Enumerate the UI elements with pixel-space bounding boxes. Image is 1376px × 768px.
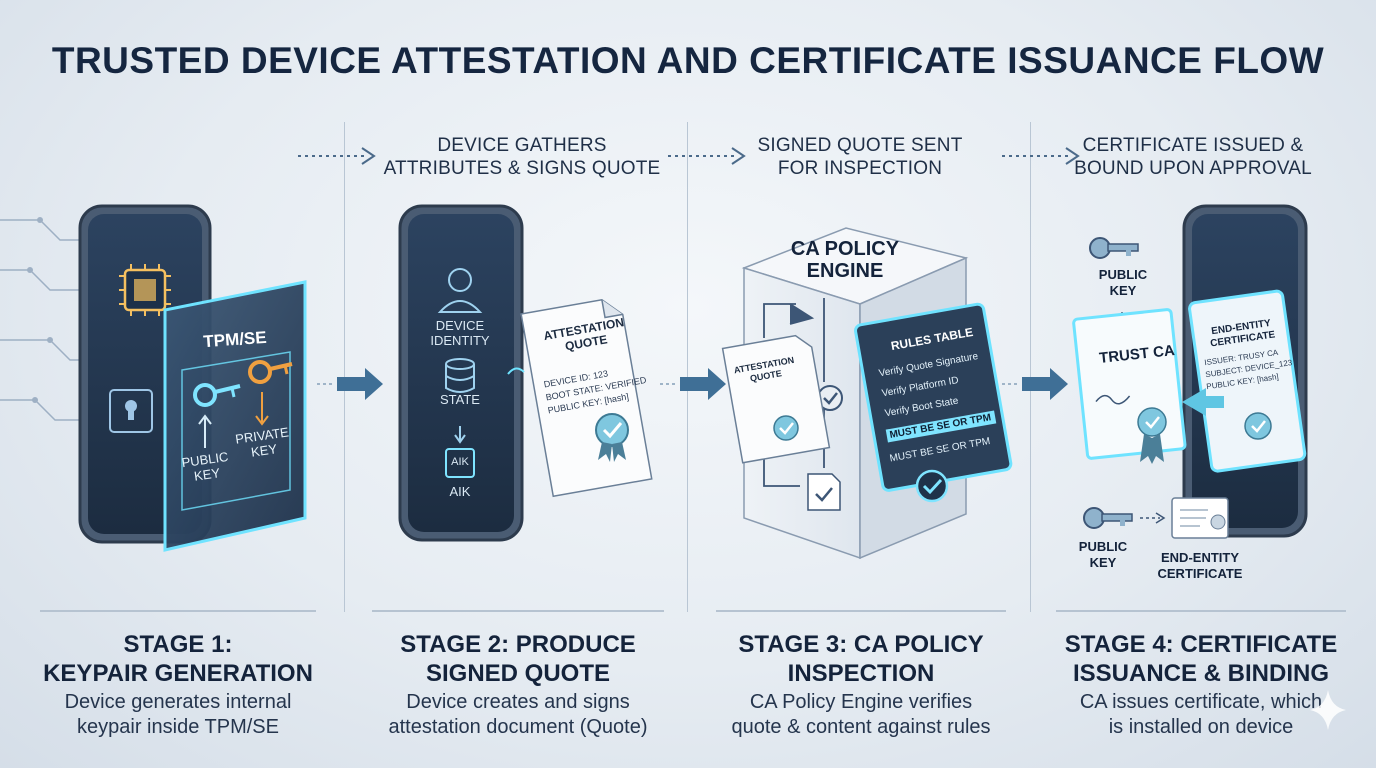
end-entity-certificate-card — [1188, 289, 1307, 473]
stage3-seal-icon — [773, 415, 799, 441]
stage2-illustration — [398, 204, 653, 542]
chip-icon — [119, 264, 171, 316]
sparkle-icon — [1310, 690, 1346, 730]
column-divider-2 — [687, 122, 688, 612]
stage1-description: Device generates internal keypair inside… — [64, 691, 292, 738]
caption-stage-3: SIGNED QUOTE SENT FOR INSPECTION — [757, 135, 963, 179]
rules-table — [854, 302, 1013, 492]
stage2-description: Device creates and signs attestation doc… — [388, 691, 648, 738]
approved-document-icon — [807, 473, 841, 511]
rules-check-icon — [915, 469, 949, 503]
flow-arrow-2 — [660, 368, 726, 400]
caption-stage-2: DEVICE GATHERS ATTRIBUTES & SIGNS QUOTE — [383, 135, 661, 179]
engine-label: CA POLICY ENGINE — [790, 238, 900, 282]
circuit-traces — [0, 217, 90, 421]
user-icon — [437, 268, 483, 313]
caption-stage-4: CERTIFICATE ISSUED & BOUND UPON APPROVAL — [1074, 135, 1312, 179]
stage3-attestation-doc — [721, 334, 831, 464]
phone-seal-icon — [1244, 412, 1272, 440]
caption-arrow-1 — [298, 147, 376, 165]
stage4-illustration — [1072, 204, 1308, 539]
page-title: TRUSTED DEVICE ATTESTATION AND CERTIFICA… — [51, 40, 1325, 81]
stage4-title: STAGE 4: CERTIFICATE ISSUANCE & BINDING — [1064, 631, 1338, 687]
seal-icon — [595, 413, 629, 462]
public-key-bottom-icon — [1083, 507, 1133, 529]
stage2-rule — [372, 610, 664, 612]
stage3-illustration — [721, 227, 1013, 560]
stage2-state-label: STATE — [440, 392, 480, 407]
aik-chip-icon — [445, 448, 475, 478]
private-key-icon — [248, 360, 293, 426]
stage2-aik-chip-label: AIK — [451, 456, 469, 468]
stage1-rule — [40, 610, 316, 612]
stage4-public-key-bottom-label: PUBLIC KEY — [1078, 539, 1128, 570]
caption-arrow-2 — [668, 147, 746, 165]
stage2-aik-label: AIK — [449, 484, 471, 499]
stage1-title: STAGE 1: KEYPAIR GENERATION — [43, 631, 313, 687]
column-divider-1 — [344, 122, 345, 612]
lock-icon — [109, 389, 153, 433]
stage2-identity-label: DEVICE IDENTITY — [430, 318, 490, 348]
stage3-description: CA Policy Engine verifies quote & conten… — [731, 691, 991, 738]
trust-ca-certificate — [1072, 308, 1187, 460]
public-key-icon — [193, 383, 241, 448]
stage4-rule — [1056, 610, 1346, 612]
stage4-description: CA issues certificate, which is installe… — [1079, 691, 1323, 738]
flow-arrow-3 — [1002, 368, 1068, 400]
stage4-end-entity-label: END-ENTITY CERTIFICATE — [1157, 550, 1243, 581]
stage1-illustration — [78, 204, 307, 552]
stage3-rule — [716, 610, 1006, 612]
trust-ca-seal-icon — [1137, 407, 1167, 464]
caption-arrow-3 — [1002, 147, 1080, 165]
column-divider-3 — [1030, 122, 1031, 612]
stage4-public-key-top-label: PUBLIC KEY — [1098, 267, 1148, 298]
stage3-title: STAGE 3: CA POLICY INSPECTION — [738, 631, 984, 687]
stage2-title: STAGE 2: PRODUCE SIGNED QUOTE — [400, 631, 636, 687]
database-icon — [445, 358, 475, 393]
public-key-top-icon — [1089, 237, 1139, 259]
small-certificate-icon — [1171, 497, 1229, 539]
flow-arrow-1 — [317, 368, 383, 400]
